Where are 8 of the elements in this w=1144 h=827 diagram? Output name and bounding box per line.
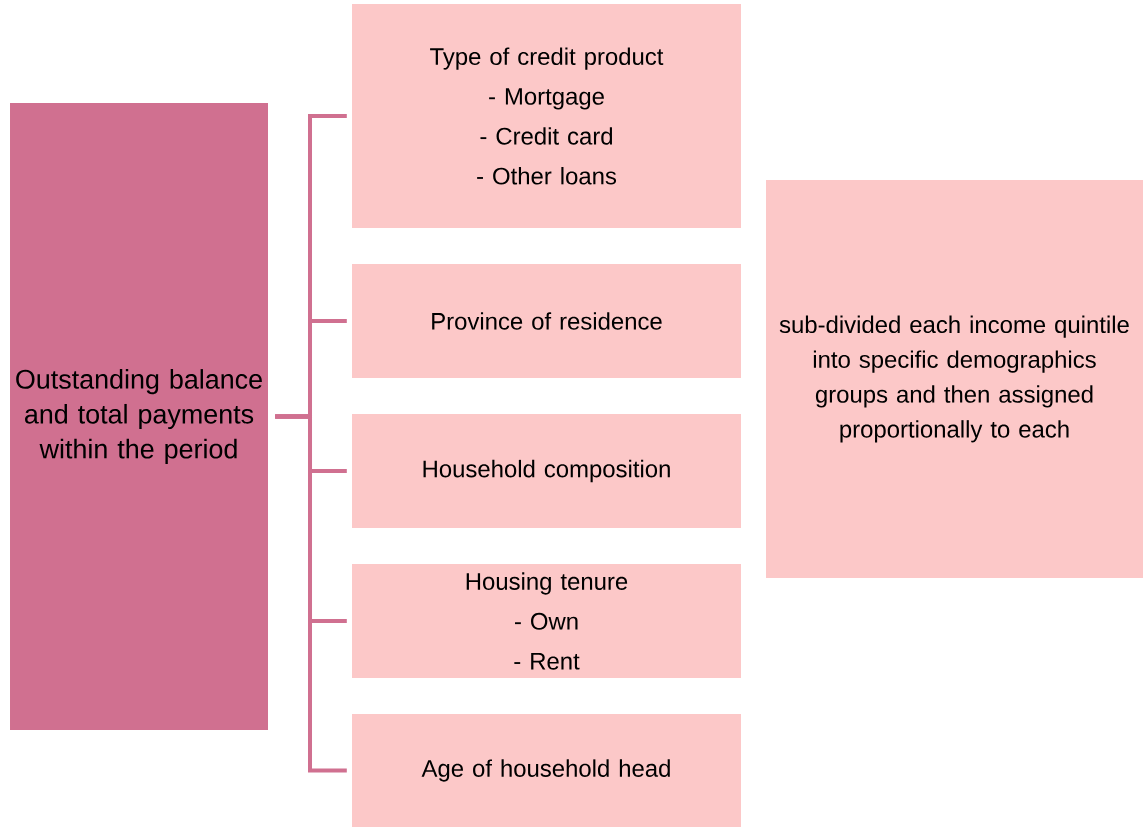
note-box: sub-divided each income quintile into specific demographics groups and then assigned proportionally to each	[766, 180, 1143, 578]
category-box: Housing tenure - Own - Rent	[352, 564, 741, 678]
category-box: Province of residence	[352, 264, 741, 378]
bracket-line	[275, 414, 347, 773]
category-box: Age of household head	[352, 714, 741, 827]
term-box: Outstanding balance and total payments within the period	[10, 103, 268, 730]
category-box: Type of credit product - Mortgage - Credit card - Other loans	[352, 4, 741, 228]
category-box: Household composition	[352, 414, 741, 528]
